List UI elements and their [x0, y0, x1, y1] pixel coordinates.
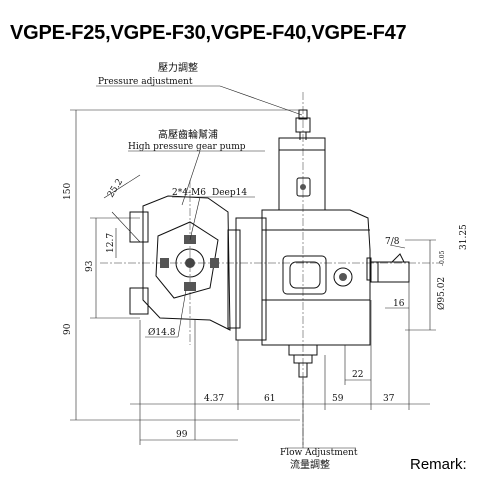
flow-adjust-screw: [288, 344, 318, 378]
dim-90: 90: [63, 323, 73, 335]
pump-cn-label: 高壓齒輪幫浦: [158, 128, 218, 141]
dim-95-02: Ø95.02: [436, 277, 447, 310]
dim-14-8: Ø14.8: [148, 327, 176, 338]
dimension-lines: [70, 85, 436, 449]
dim-37: 37: [383, 394, 395, 404]
dim-7-8: 7/8: [385, 237, 400, 247]
pressure-cn-label: 壓力調整: [158, 61, 198, 74]
dim-150: 150: [63, 183, 73, 200]
valve-column: [278, 137, 326, 211]
pump-en-label: High pressure gear pump: [128, 142, 246, 152]
page-title: VGPE-F25,VGPE-F30,VGPE-F40,VGPE-F47: [10, 22, 407, 44]
dim-22: 22: [352, 370, 363, 380]
dim-93: 93: [85, 260, 95, 272]
dim-99: 99: [176, 430, 188, 440]
pressure-en-label: Pressure adjustment: [98, 77, 193, 87]
flow-cn-label: 流量調整: [290, 458, 330, 471]
deep-label: Deep14: [212, 188, 247, 198]
dim-16: 16: [393, 299, 405, 309]
dim-59: 59: [332, 394, 344, 404]
dim-4-37: 4.37: [204, 394, 224, 404]
holes-label: 2*4-M6: [172, 188, 206, 198]
flow-en-label: Flow Adjustment: [280, 448, 358, 458]
pressure-adjust-screw: [295, 109, 311, 140]
dim-95-tolerance: -0.05: [439, 250, 446, 266]
dim-12-7: 12.7: [106, 233, 116, 253]
dim-61: 61: [264, 394, 275, 404]
remark-label: Remark:: [410, 456, 467, 473]
main-pump-body: [227, 209, 372, 346]
drive-shaft: [370, 253, 410, 283]
dim-25-2: 25.2: [106, 177, 125, 199]
dim-31-25: 31.25: [459, 224, 469, 250]
